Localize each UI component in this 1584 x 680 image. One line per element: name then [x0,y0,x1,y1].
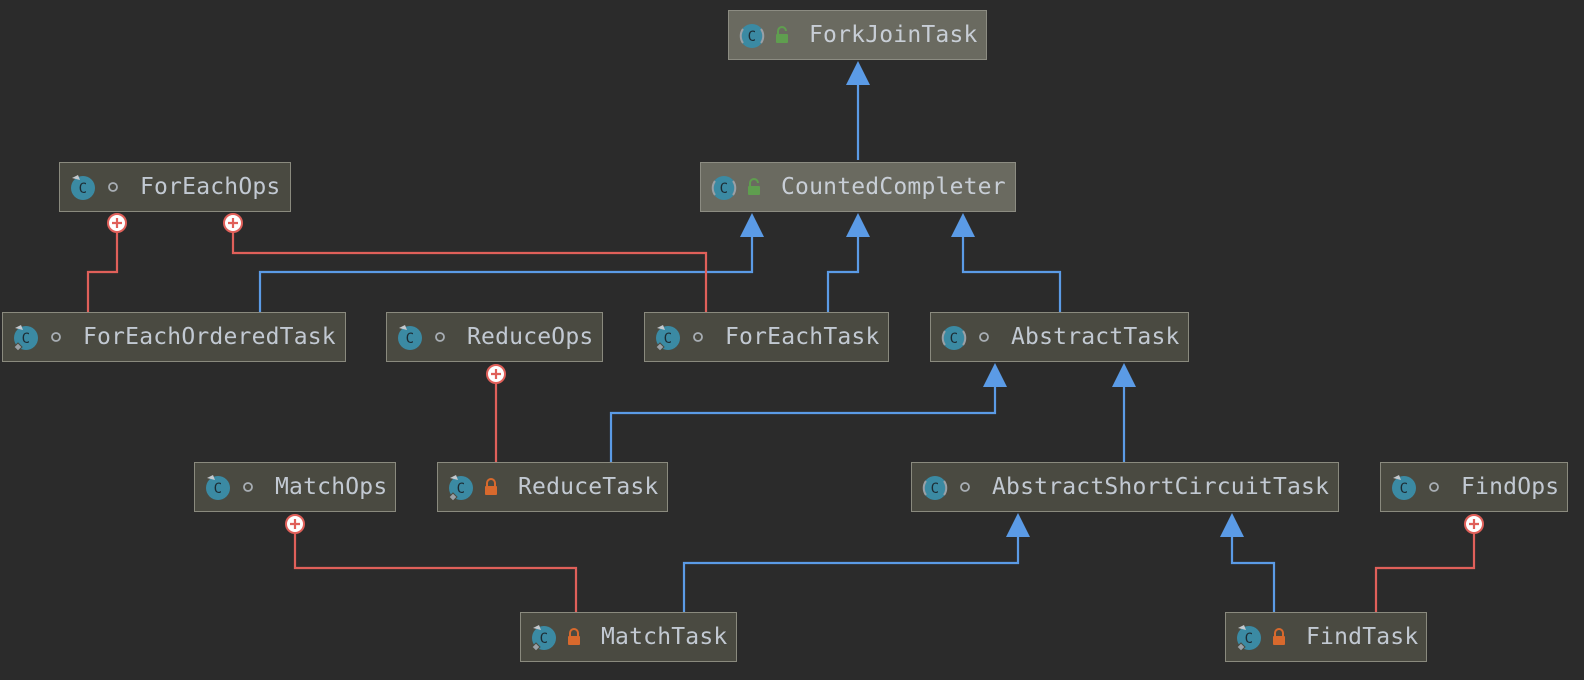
svg-text:C: C [79,181,88,197]
package-visibility-icon [47,326,65,348]
svg-text:C: C [214,481,223,497]
inheritance-lines [258,84,1276,612]
nesting-lines [86,232,1476,612]
final-class-icon: C [1234,622,1264,652]
abstract-class-icon: C [920,472,950,502]
node-forkjointask[interactable]: C ForkJoinTask [728,10,987,60]
node-foreachorderedtask[interactable]: C ForEachOrderedTask [2,312,346,362]
arrowhead-countedcompleter-1 [740,213,764,237]
svg-text:C: C [1400,481,1409,497]
edge-foreachtask-countedcompleter [826,236,860,312]
node-label: ForEachOps [140,174,281,200]
private-lock-icon [565,626,583,648]
class-icon: C [1389,472,1419,502]
arrowhead-abstracttask-1 [983,363,1007,387]
final-class-icon: C [11,322,41,352]
abstract-class-icon: C [737,20,767,50]
svg-text:C: C [720,181,729,197]
arrowhead-abstractshortcircuittask-2 [1220,513,1244,537]
node-label: MatchTask [601,624,728,650]
final-class-icon: C [653,322,683,352]
arrowhead-countedcompleter-3 [951,213,975,237]
class-icon: C [203,472,233,502]
package-visibility-icon [956,476,974,498]
node-label: FindTask [1306,624,1419,650]
package-visibility-icon [104,176,122,198]
svg-text:C: C [406,331,415,347]
nest-plus-icon [1464,514,1484,534]
node-abstracttask[interactable]: C AbstractTask [930,312,1189,362]
nest-findtask-findops [1374,533,1476,612]
node-foreachtask[interactable]: C ForEachTask [644,312,889,362]
node-findtask[interactable]: C FindTask [1225,612,1427,662]
node-label: ForEachTask [725,324,880,350]
package-visibility-icon [975,326,993,348]
node-label: AbstractTask [1011,324,1180,350]
svg-text:C: C [22,331,31,347]
package-visibility-icon [689,326,707,348]
svg-text:C: C [931,481,940,497]
nest-plus-icon [486,364,506,384]
inheritance-arrowheads [740,61,1244,537]
node-reducetask[interactable]: C ReduceTask [437,462,668,512]
package-visibility-icon [239,476,257,498]
nest-foreachtask-foreachops [231,232,708,312]
svg-text:C: C [1245,631,1254,647]
nest-plus-icon [107,213,127,233]
private-lock-icon [1270,626,1288,648]
arrowhead-abstracttask-2 [1112,363,1136,387]
svg-text:C: C [540,631,549,647]
nest-plus-icon [285,514,305,534]
nesting-markers [107,213,1484,534]
node-label: FindOps [1461,474,1560,500]
final-class-icon: C [446,472,476,502]
arrowhead-countedcompleter-2 [846,213,870,237]
svg-text:C: C [748,29,757,45]
node-matchtask[interactable]: C MatchTask [520,612,737,662]
arrowhead-abstractshortcircuittask-1 [1006,513,1030,537]
node-label: ForEachOrderedTask [83,324,336,350]
node-label: MatchOps [275,474,388,500]
node-label: AbstractShortCircuitTask [992,474,1330,500]
node-reduceops[interactable]: C ReduceOps [386,312,603,362]
nest-matchtask-matchops [293,533,578,612]
node-abstractshortcircuittask[interactable]: C AbstractShortCircuitTask [911,462,1339,512]
class-icon: C [395,322,425,352]
node-label: ReduceOps [467,324,594,350]
node-foreachops[interactable]: C ForEachOps [59,162,291,212]
nest-foreachorderedtask-foreachops [86,232,119,312]
svg-text:C: C [457,481,466,497]
edge-findtask-abstractshortcircuittask [1230,536,1276,612]
package-visibility-icon [1425,476,1443,498]
nest-plus-icon [223,213,243,233]
edge-reducetask-abstracttask [609,386,997,462]
abstract-class-icon: C [709,172,739,202]
node-countedcompleter[interactable]: C CountedCompleter [700,162,1016,212]
edge-matchtask-abstractshortcircuittask [682,536,1020,612]
node-label: ForkJoinTask [809,22,978,48]
public-lock-icon [745,176,763,198]
node-matchops[interactable]: C MatchOps [194,462,396,512]
node-label: ReduceTask [518,474,659,500]
final-class-icon: C [529,622,559,652]
arrowhead-forkjointask [846,61,870,85]
public-lock-icon [773,24,791,46]
private-lock-icon [482,476,500,498]
abstract-class-icon: C [939,322,969,352]
svg-text:C: C [664,331,673,347]
node-findops[interactable]: C FindOps [1380,462,1568,512]
svg-text:C: C [950,331,959,347]
edge-abstracttask-countedcompleter [961,236,1062,312]
edge-foreachorderedtask-countedcompleter [258,236,754,312]
package-visibility-icon [431,326,449,348]
class-icon: C [68,172,98,202]
node-label: CountedCompleter [781,174,1006,200]
